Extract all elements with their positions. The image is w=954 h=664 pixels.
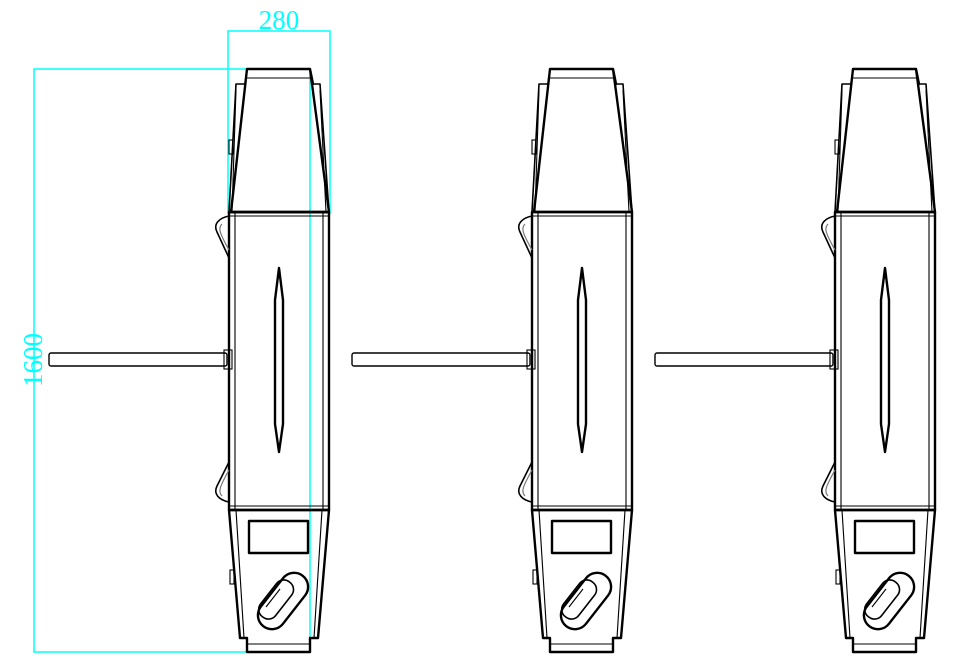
- card-reader-slot: [568, 588, 584, 608]
- upper-side-hook-inner: [825, 223, 836, 251]
- upper-hood-latch: [228, 139, 234, 155]
- upper-hood: [835, 67, 937, 214]
- turnstile-units: [48, 67, 937, 654]
- width-dimension-box: [227, 30, 331, 214]
- display-window: [247, 519, 310, 555]
- card-reader-outer: [862, 571, 916, 631]
- upper-hood-right-rib: [925, 89, 933, 213]
- upper-hood-right-edge: [309, 68, 330, 213]
- upper-side-hook-inner: [219, 223, 230, 251]
- indicator-slot: [576, 266, 588, 454]
- arm-bar: [351, 352, 531, 367]
- turnstile-2: [351, 67, 634, 654]
- lower-hood-right-rib: [919, 509, 929, 639]
- lower-side-hook: [820, 461, 836, 503]
- upper-hood-left-rib: [534, 89, 540, 213]
- lower-hood-left-rib: [235, 509, 245, 639]
- card-reader-inner: [257, 579, 295, 620]
- upper-hood-right-edge: [915, 68, 936, 213]
- upper-hood-left-rib: [837, 89, 843, 213]
- lower-side-hook: [214, 461, 230, 503]
- height-dimension-box: [33, 68, 311, 653]
- lower-hood-latch: [229, 569, 235, 585]
- lower-hood-latch: [835, 569, 841, 585]
- indicator-slot: [273, 266, 285, 454]
- turnstile-3: [654, 67, 937, 654]
- display-window: [853, 519, 916, 555]
- lower-hood-left-rib: [538, 509, 548, 639]
- upper-hood-latch: [531, 139, 537, 155]
- lower-side-hook-inner: [219, 469, 230, 497]
- lower-side-hook-inner: [522, 469, 533, 497]
- upper-side-hook: [517, 215, 533, 259]
- upper-hood-right-rib: [622, 89, 630, 213]
- arm-bar: [48, 352, 228, 367]
- upper-hood-right-rib: [319, 89, 327, 213]
- card-reader-inner: [863, 579, 901, 620]
- arm-bar: [654, 352, 834, 367]
- height-dimension-label: 1600: [18, 333, 48, 387]
- lower-hood-latch: [532, 569, 538, 585]
- upper-hood-left-rib: [231, 89, 237, 213]
- lower-hood: [530, 508, 634, 654]
- upper-hood-right-edge: [612, 68, 633, 213]
- card-reader-slot: [265, 588, 281, 608]
- lower-hood-right-rib: [313, 509, 323, 639]
- main-body: [530, 210, 634, 512]
- upper-side-hook: [214, 215, 230, 259]
- upper-side-hook-inner: [522, 223, 533, 251]
- main-body: [833, 210, 937, 512]
- upper-hood: [229, 67, 331, 214]
- main-body: [227, 210, 331, 512]
- lower-hood: [227, 508, 331, 654]
- lower-hood-left-rib: [841, 509, 851, 639]
- lower-side-hook: [517, 461, 533, 503]
- width-dimension-label: 280: [259, 5, 300, 35]
- lower-hood: [833, 508, 937, 654]
- upper-side-hook: [820, 215, 836, 259]
- card-reader-slot: [871, 588, 887, 608]
- upper-hood-latch: [834, 139, 840, 155]
- display-window: [550, 519, 613, 555]
- lower-side-hook-inner: [825, 469, 836, 497]
- indicator-slot: [879, 266, 891, 454]
- upper-hood: [532, 67, 634, 214]
- lower-hood-right-rib: [616, 509, 626, 639]
- card-reader-inner: [560, 579, 598, 620]
- turnstile-1: [48, 67, 331, 654]
- card-reader-outer: [256, 571, 310, 631]
- card-reader-outer: [559, 571, 613, 631]
